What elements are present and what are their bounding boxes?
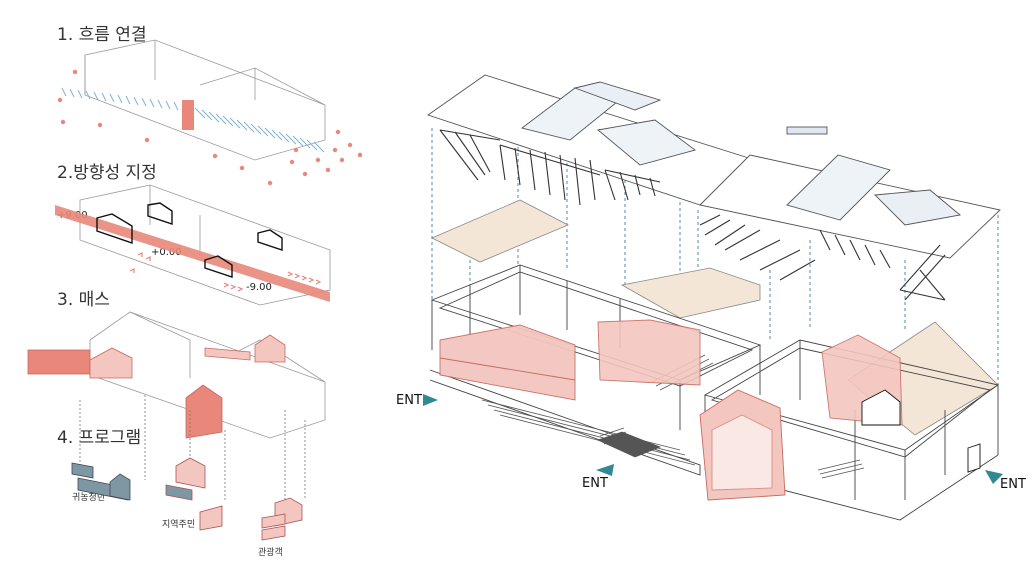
step-4-diagram xyxy=(79,395,306,510)
step-4-title: 4. 프로그램 xyxy=(57,428,142,448)
flow-band-lower xyxy=(194,107,325,153)
entrance-label-west: ENT xyxy=(396,393,422,408)
direction-arrows xyxy=(129,252,322,292)
mass-central xyxy=(597,319,701,386)
stairs xyxy=(481,354,865,479)
mass-outline-1 xyxy=(96,202,283,278)
step-2-diagram xyxy=(55,184,331,306)
program-label-tourists: 관광객 xyxy=(258,548,283,558)
program-youth-block xyxy=(71,462,131,501)
mass-west xyxy=(439,324,576,401)
step-3-title: 3. 매스 xyxy=(57,290,110,310)
step-1-diagram xyxy=(57,39,363,186)
flow-dots xyxy=(57,69,363,186)
floor-plate-middle xyxy=(620,267,761,319)
step-1-title: 1. 흐름 연결 xyxy=(57,25,147,45)
program-label-residents: 지역주민 xyxy=(162,520,196,530)
level-label-minus9: -9.00 xyxy=(246,282,272,293)
entrance-label-east: ENT xyxy=(1000,477,1026,492)
step-3-diagram xyxy=(27,311,326,439)
level-label-zero: +0.00 xyxy=(151,247,182,258)
program-label-youth: 귀농청년 xyxy=(72,493,106,503)
roof-panel-right-top xyxy=(786,154,891,221)
truss-layer xyxy=(439,129,946,301)
guide-lines xyxy=(431,128,999,385)
entrance-arrow-east xyxy=(985,470,1003,484)
mass-block-extruded xyxy=(27,349,91,375)
step-2-title: 2.방향성 지정 xyxy=(57,163,157,183)
entrance-arrows xyxy=(423,394,1003,484)
pink-masses xyxy=(439,319,981,501)
flow-connector-mass xyxy=(182,100,194,130)
program-residents-block xyxy=(165,457,223,531)
direction-band xyxy=(55,205,330,302)
mass-block-house xyxy=(185,384,223,439)
entrance-arrow-west xyxy=(423,394,438,406)
floor-plate-left xyxy=(431,199,569,263)
mass-block-roofed xyxy=(254,334,286,363)
roof-layer xyxy=(427,74,1001,259)
flow-band-upper xyxy=(61,87,179,111)
entrance-label-south: ENT xyxy=(582,476,608,491)
entrance-arrow-south xyxy=(596,464,614,476)
program-tourists-block xyxy=(261,497,303,541)
mass-block-pale xyxy=(89,347,133,379)
